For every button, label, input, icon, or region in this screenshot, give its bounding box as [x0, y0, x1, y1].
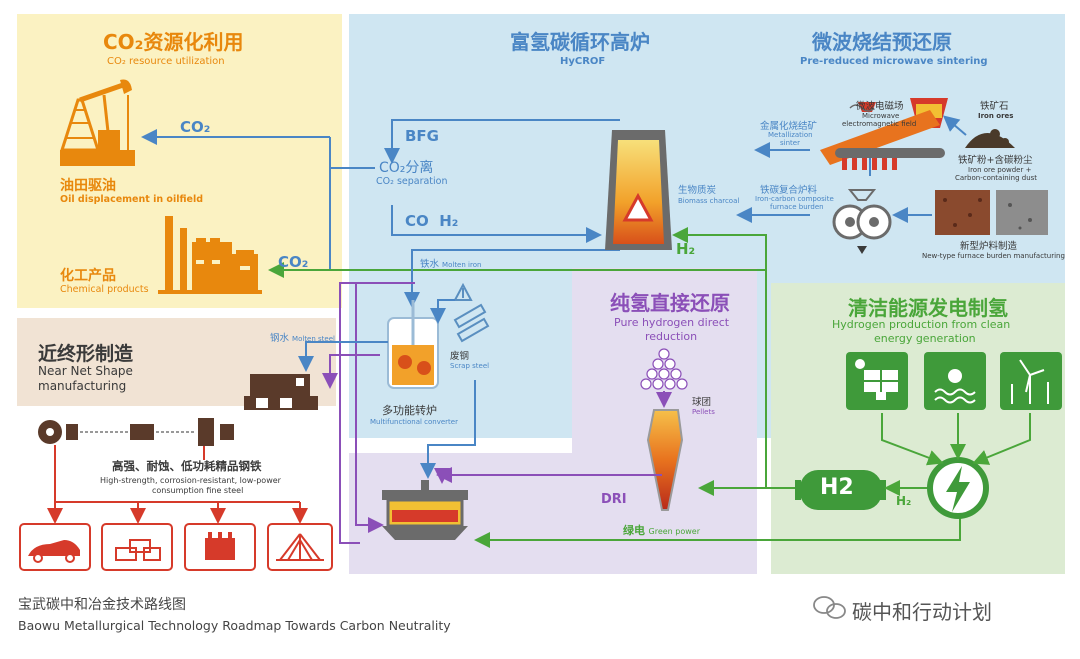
h2-arrow-label: H₂ [896, 494, 912, 508]
microwave-field-label: 微波电磁场 [856, 101, 904, 112]
co2-panel-title: CO₂资源化利用 [103, 30, 244, 54]
blast-furnace-icon [605, 130, 672, 250]
ore-powder-label: 铁矿粉+含碳粉尘 [958, 155, 1033, 166]
dri-shaft-furnace-icon [646, 409, 684, 511]
metallization-en2: sinter [780, 139, 800, 147]
pellets-label: 球团 [692, 397, 712, 408]
biomass-en: Biomass charcoal [678, 197, 740, 205]
clean-energy-panel [771, 283, 1065, 574]
co2-separation-en: CO₂ separation [376, 176, 448, 187]
pellets-icon [640, 348, 688, 390]
co2-separation-label: CO₂分离 [379, 160, 434, 176]
lightning-energy-icon [927, 457, 989, 519]
hydrogen-reduction-title: 纯氢直接还原 [610, 291, 730, 315]
rolling-line-icon [38, 418, 234, 446]
chemical-products-label: 化工产品 [60, 268, 116, 284]
clean-energy-subtitle-2: energy generation [874, 332, 976, 345]
ore-powder-en1: Iron ore powder + [968, 166, 1032, 174]
co2-arrow-label-bottom: CO₂ [278, 253, 309, 271]
hydrogen-reduction-subtitle-2: reduction [645, 330, 698, 343]
microwave-field-en2: electromagnetic field [842, 120, 917, 128]
hycrof-title: 富氢碳循环高炉 [510, 30, 650, 54]
clean-energy-title: 清洁能源发电制氢 [848, 296, 1008, 320]
microwave-subtitle: Pre-reduced microwave sintering [800, 56, 988, 67]
nns-title: 近终形制造 [38, 343, 134, 365]
hydrogen-tank-icon [795, 470, 886, 510]
burden-photo-2 [996, 190, 1048, 235]
wechat-icon [813, 596, 846, 619]
hydro-power-icon [924, 352, 986, 410]
bfg-label: BFG [405, 127, 439, 145]
molten-iron-label: 铁水 Molten iron [420, 259, 482, 270]
caster-icon [244, 374, 318, 410]
fine-steel-label: 高强、耐蚀、低功耗精品钢铁 [112, 459, 262, 473]
chemical-products-en: Chemical products [60, 284, 149, 295]
iron-ores-label: 铁矿石 [980, 101, 1009, 112]
metallization-label: 金属化烧结矿 [760, 121, 818, 132]
iron-ore-icon [965, 129, 1015, 148]
dri-label: DRI [601, 492, 627, 507]
biomass-label: 生物质炭 [678, 185, 717, 196]
chemical-plant-icon [158, 216, 262, 294]
scrap-steel-en: Scrap steel [450, 362, 490, 370]
oil-pump-icon [59, 79, 135, 166]
co2-arrow-label-top: CO₂ [180, 118, 211, 136]
composite-burden-label: 铁碳复合炉料 [760, 185, 818, 196]
composite-burden-en2: furnace burden [770, 203, 824, 211]
hycrof-subtitle: HyCROF [560, 56, 606, 67]
co-h2-label: CO H₂ [405, 212, 459, 230]
iron-ores-en: Iron ores [978, 112, 1014, 120]
caption-cn: 宝武碳中和冶金技术路线图 [18, 597, 186, 613]
watermark-label: 碳中和行动计划 [852, 600, 992, 624]
microwave-sintering-icon [820, 98, 948, 170]
ore-powder-en2: Carbon-containing dust [955, 174, 1038, 182]
hydrogen-reduction-subtitle-1: Pure hydrogen direct [614, 316, 730, 329]
converter-icon [387, 300, 439, 389]
electric-arc-furnace-icon [382, 480, 468, 540]
h2-tank-label: H2 [820, 475, 854, 500]
fine-steel-en2: consumption fine steel [152, 486, 244, 495]
scrap-steel-icon [453, 282, 490, 343]
clean-energy-subtitle-1: Hydrogen production from clean [832, 318, 1011, 331]
wind-turbine-icon [1000, 352, 1062, 410]
metallization-en1: Metallization [768, 131, 813, 139]
scrap-steel-label: 废钢 [450, 351, 470, 362]
converter-en: Multifunctional converter [370, 418, 458, 426]
converter-label: 多功能转炉 [382, 404, 437, 417]
oil-displacement-en: Oil displacement in oilfield [60, 194, 204, 205]
h2-furnace-label: H₂ [676, 240, 696, 258]
microwave-field-en1: Microwave [862, 112, 900, 120]
new-burden-label: 新型炉料制造 [960, 241, 1018, 252]
co2-panel-subtitle: CO₂ resource utilization [107, 56, 225, 67]
molten-steel-label: 钢水 Molten steel [270, 333, 335, 344]
nns-subtitle-1: Near Net Shape [38, 364, 133, 378]
solar-panel-icon [846, 352, 908, 410]
composite-burden-en1: Iron-carbon composite [755, 195, 834, 203]
pellets-en: Pellets [692, 408, 715, 416]
burden-photo-1 [935, 190, 990, 235]
oil-displacement-label: 油田驱油 [60, 178, 116, 194]
caption-en: Baowu Metallurgical Technology Roadmap T… [18, 618, 451, 633]
new-burden-en: New-type furnace burden manufacturing [922, 252, 1065, 260]
fine-steel-en1: High-strength, corrosion-resistant, low-… [100, 476, 281, 485]
microwave-title: 微波烧结预还原 [812, 30, 952, 54]
roller-press-icon [832, 189, 892, 254]
nns-subtitle-2: manufacturing [38, 379, 127, 393]
green-power-label: 绿电 Green power [623, 524, 700, 537]
